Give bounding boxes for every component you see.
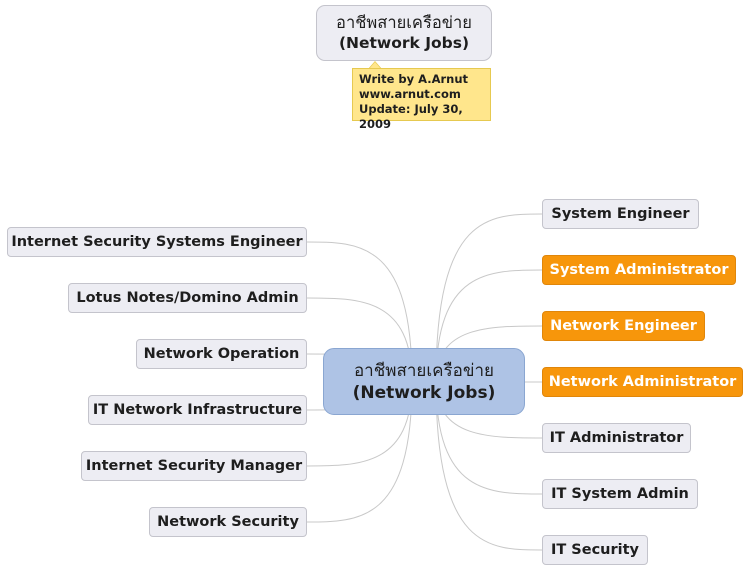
topic-it-administrator[interactable]: IT Administrator: [542, 423, 691, 453]
topic-network-operation[interactable]: Network Operation: [136, 339, 307, 369]
topic-internet-security-systems-engineer[interactable]: Internet Security Systems Engineer: [7, 227, 307, 257]
map-title-english: (Network Jobs): [338, 34, 470, 52]
topic-network-security[interactable]: Network Security: [149, 507, 307, 537]
note-callout-pointer: [368, 61, 382, 69]
note-website: www.arnut.com: [359, 87, 461, 101]
central-topic-english: (Network Jobs): [352, 382, 496, 403]
connector-topic-it-system-admin: [435, 381, 543, 495]
topic-lotus-notes-domino-admin[interactable]: Lotus Notes/Domino Admin: [68, 283, 307, 313]
topic-it-system-admin[interactable]: IT System Admin: [542, 479, 698, 509]
topic-network-administrator[interactable]: Network Administrator: [542, 367, 743, 397]
topic-network-engineer[interactable]: Network Engineer: [542, 311, 705, 341]
map-title-thai: อาชีพสายเครือข่าย: [336, 13, 472, 32]
author-note[interactable]: Write by A.Arnut www.arnut.com Update: J…: [352, 68, 491, 131]
map-title-topic[interactable]: อาชีพสายเครือข่าย (Network Jobs): [316, 5, 492, 61]
note-update-date: Update: July 30, 2009: [359, 102, 463, 131]
note-author: Write by A.Arnut: [359, 72, 469, 86]
connector-topic-it-security: [435, 381, 543, 551]
central-topic[interactable]: อาชีพสายเครือข่าย (Network Jobs): [323, 348, 525, 415]
topic-system-engineer[interactable]: System Engineer: [542, 199, 699, 229]
connector-topic-internet-security-systems-engineer: [306, 241, 413, 382]
topic-system-administrator[interactable]: System Administrator: [542, 255, 736, 285]
central-topic-thai: อาชีพสายเครือข่าย: [353, 360, 495, 381]
topic-it-security[interactable]: IT Security: [542, 535, 648, 565]
topic-it-network-infrastructure[interactable]: IT Network Infrastructure: [88, 395, 307, 425]
topic-internet-security-manager[interactable]: Internet Security Manager: [81, 451, 307, 481]
connector-topic-system-administrator: [435, 269, 543, 382]
connector-topic-network-security: [306, 381, 413, 523]
connector-topic-system-engineer: [435, 213, 543, 382]
